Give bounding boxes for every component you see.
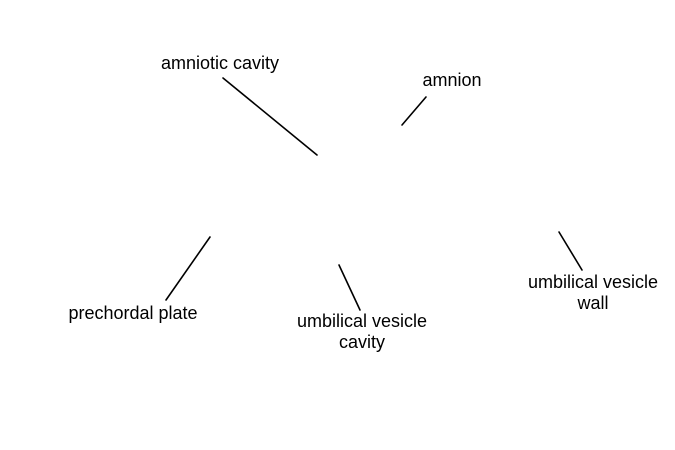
amniotic-cavity-leader-line	[222, 77, 318, 156]
umbilical-vesicle-wall-line-1: umbilical vesicle	[527, 272, 659, 292]
umbilical-vesicle-cavity-label: umbilical vesicle cavity	[278, 311, 446, 353]
umbilical-vesicle-cavity-leader-line	[338, 264, 361, 311]
umbilical-vesicle-cavity-line-1: umbilical vesicle	[296, 311, 428, 331]
prechordal-plate-label: prechordal plate	[52, 303, 214, 324]
umbilical-vesicle-wall-line-2: wall	[577, 293, 609, 313]
amnion-leader-line	[401, 96, 427, 126]
umbilical-vesicle-wall-leader-line	[558, 231, 583, 271]
amnion-text: amnion	[422, 70, 482, 90]
amnion-label: amnion	[410, 70, 494, 91]
prechordal-plate-leader-line	[165, 236, 211, 301]
amniotic-cavity-text: amniotic cavity	[160, 53, 280, 73]
umbilical-vesicle-cavity-line-2: cavity	[338, 332, 385, 352]
prechordal-plate-text: prechordal plate	[68, 303, 198, 323]
amniotic-cavity-label: amniotic cavity	[150, 53, 290, 74]
umbilical-vesicle-wall-label: umbilical vesicle wall	[509, 272, 675, 314]
